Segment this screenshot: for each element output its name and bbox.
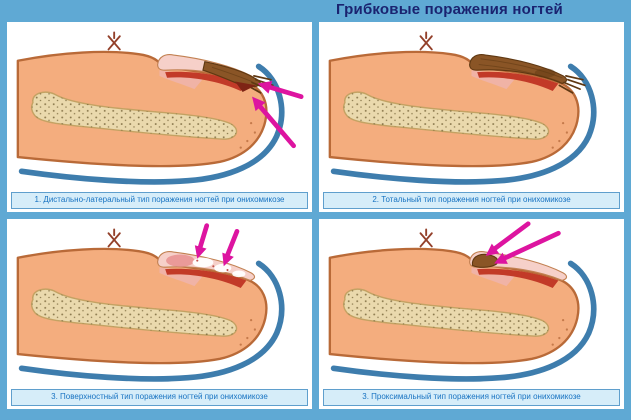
arrow-icon bbox=[194, 223, 210, 259]
panel-total: 2. Тотальный тип поражения ногтей при он… bbox=[319, 22, 624, 212]
arrow-icon bbox=[222, 228, 240, 267]
finger-illustration-distal-lateral bbox=[7, 23, 304, 193]
arrow-icon bbox=[494, 230, 561, 264]
nail-superficial-patches bbox=[166, 254, 246, 278]
page-title: Грибковые поражения ногтей bbox=[336, 1, 563, 18]
arrow-icon bbox=[257, 80, 304, 100]
caption-total: 2. Тотальный тип поражения ногтей при он… bbox=[323, 192, 620, 209]
panel-proximal: 3. Проксимальный тип поражения ногтей пр… bbox=[319, 219, 624, 409]
finger-illustration-superficial bbox=[7, 223, 312, 390]
caption-proximal: 3. Проксимальный тип поражения ногтей пр… bbox=[323, 389, 620, 406]
panel-grid: 1. Дистально-латеральный тип поражения н… bbox=[7, 22, 624, 409]
panel-distal-lateral: 1. Дистально-латеральный тип поражения н… bbox=[7, 22, 312, 212]
nail-infected-proximal-area bbox=[471, 253, 499, 268]
subungual-debris bbox=[235, 81, 256, 92]
panel-superficial: 3. Поверхностный тип поражения ногтей пр… bbox=[7, 219, 312, 409]
finger-illustration-total bbox=[319, 23, 624, 193]
nail-infected-total-area bbox=[469, 54, 586, 94]
arrow-icon bbox=[252, 96, 296, 149]
finger-illustration-proximal bbox=[319, 221, 624, 390]
caption-distal-lateral: 1. Дистально-латеральный тип поражения н… bbox=[11, 192, 308, 209]
nail-mottle bbox=[166, 254, 195, 267]
dark-blotch bbox=[534, 68, 556, 78]
caption-superficial: 3. Поверхностный тип поражения ногтей пр… bbox=[11, 389, 308, 406]
arrow-icon bbox=[485, 221, 531, 256]
